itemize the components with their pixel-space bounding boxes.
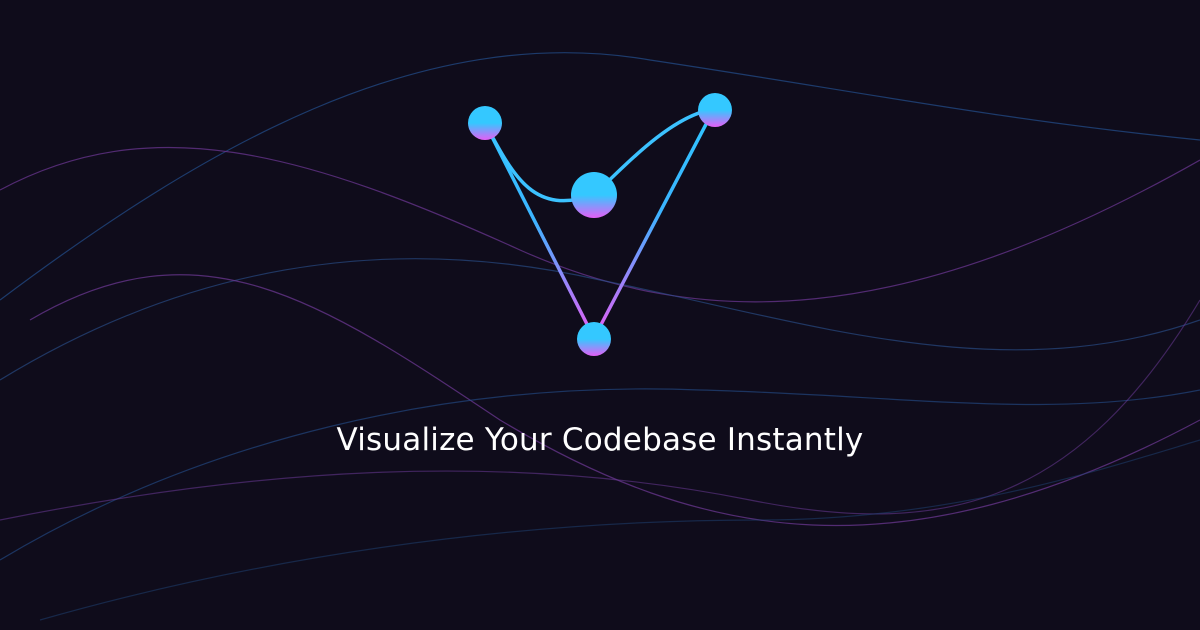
logo-node [468,106,502,140]
logo-node [698,93,732,127]
wave-line [0,146,1200,303]
logo-node [577,322,611,356]
wave-line [29,274,1200,527]
wave-line [0,388,1200,561]
logo-edge [592,107,716,340]
wave-line [0,52,1200,301]
tagline: Visualize Your Codebase Instantly [336,422,864,458]
wave-line [0,299,1200,521]
wave-line [39,439,1200,621]
graph-node-v-logo-icon [468,93,732,356]
logo-node [571,172,617,218]
wave-line [0,258,1200,381]
